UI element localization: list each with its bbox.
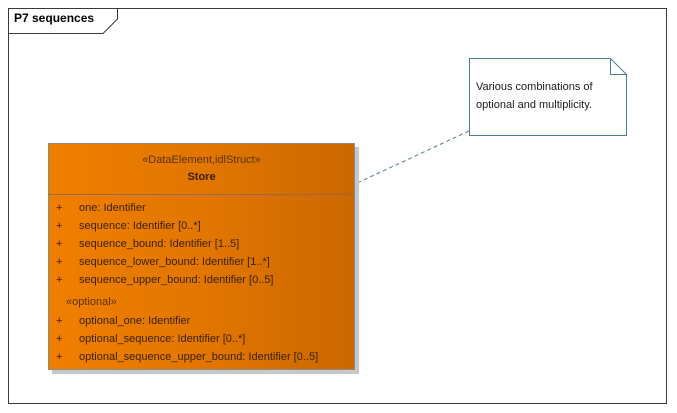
attribute-row[interactable]: + sequence_bound: Identifier [1..5] bbox=[49, 235, 354, 253]
visibility-marker: + bbox=[56, 238, 63, 250]
attribute-row[interactable]: + sequence_lower_bound: Identifier [1..*… bbox=[49, 253, 354, 271]
note-line: Various combinations of bbox=[476, 81, 593, 93]
class-stereotype: «DataElement,idlStruct» bbox=[142, 154, 261, 166]
attribute-row[interactable]: + one: Identifier bbox=[49, 199, 354, 217]
visibility-marker: + bbox=[56, 351, 63, 363]
class-header: «DataElement,idlStruct» Store bbox=[49, 144, 354, 195]
attribute-text: optional_one: Identifier bbox=[79, 315, 191, 327]
note-line: optional and multiplicity. bbox=[476, 99, 592, 111]
attribute-row[interactable]: + optional_sequence: Identifier [0..*] bbox=[49, 330, 354, 348]
note-text: Various combinations of optional and mul… bbox=[476, 78, 616, 114]
optional-attribute-list: + optional_one: Identifier + optional_se… bbox=[49, 312, 354, 366]
visibility-marker: + bbox=[56, 333, 63, 345]
class-store[interactable]: «DataElement,idlStruct» Store + one: Ide… bbox=[48, 143, 355, 370]
visibility-marker: + bbox=[56, 202, 63, 214]
attribute-list: + one: Identifier + sequence: Identifier… bbox=[49, 195, 354, 289]
attribute-text: optional_sequence: Identifier [0..*] bbox=[79, 333, 246, 345]
attribute-text: one: Identifier bbox=[79, 202, 146, 214]
visibility-marker: + bbox=[56, 274, 63, 286]
attribute-row[interactable]: + optional_one: Identifier bbox=[49, 312, 354, 330]
note-shape[interactable] bbox=[469, 58, 627, 136]
class-name: Store bbox=[187, 171, 216, 183]
optional-group-label: «optional» bbox=[66, 296, 117, 308]
attribute-text: optional_sequence_upper_bound: Identifie… bbox=[79, 351, 319, 363]
diagram-title: P7 sequences bbox=[14, 11, 95, 25]
attribute-row[interactable]: + sequence: Identifier [0..*] bbox=[49, 217, 354, 235]
attribute-row[interactable]: + optional_sequence_upper_bound: Identif… bbox=[49, 348, 354, 366]
attribute-text: sequence_lower_bound: Identifier [1..*] bbox=[79, 256, 270, 268]
visibility-marker: + bbox=[56, 315, 63, 327]
visibility-marker: + bbox=[56, 256, 63, 268]
frame-label-tab bbox=[8, 8, 118, 34]
attribute-row[interactable]: + sequence_upper_bound: Identifier [0..5… bbox=[49, 271, 354, 289]
attribute-text: sequence_upper_bound: Identifier [0..5] bbox=[79, 274, 274, 286]
visibility-marker: + bbox=[56, 220, 63, 232]
attribute-text: sequence: Identifier [0..*] bbox=[79, 220, 201, 232]
attribute-text: sequence_bound: Identifier [1..5] bbox=[79, 238, 240, 250]
